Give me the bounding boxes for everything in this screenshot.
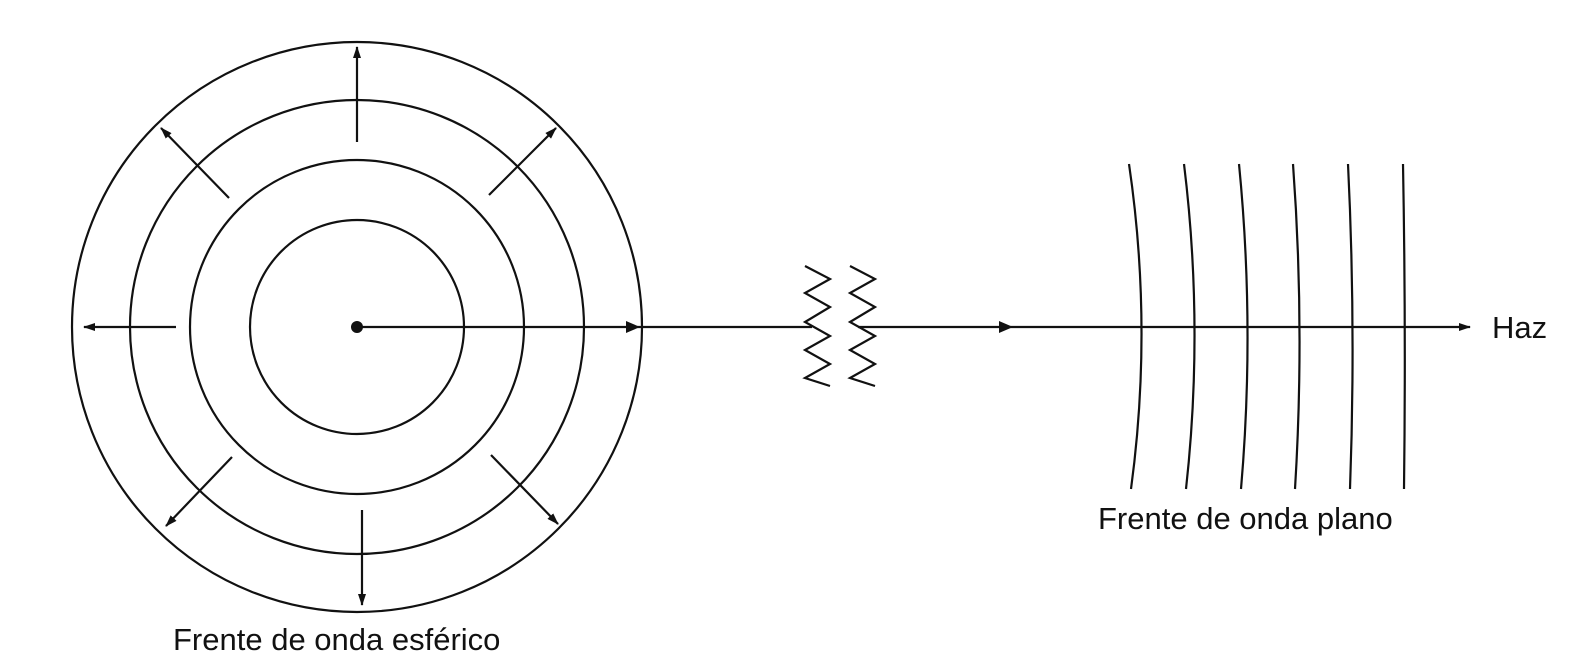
- wavefront-line-6: [1401, 163, 1406, 490]
- label-beam: Haz: [1492, 310, 1547, 345]
- plane-wavefront: [1127, 163, 1406, 490]
- wavefront-line-1: [1127, 163, 1143, 490]
- wavefront-line-2: [1182, 163, 1196, 490]
- radial-arrows: [83, 46, 559, 606]
- zigzag-right: [847, 265, 878, 388]
- arrow-down-left: [165, 456, 233, 527]
- zigzag-left: [802, 265, 833, 388]
- wavefront-line-5: [1346, 163, 1354, 490]
- arrow-down-right: [490, 454, 559, 525]
- arrow-up-right: [488, 127, 557, 196]
- beam-axis: [357, 321, 1471, 333]
- axis-arrowhead-1: [626, 321, 640, 333]
- axis-arrowhead-2: [999, 321, 1013, 333]
- label-plane-wavefront: Frente de onda plano: [1098, 501, 1393, 536]
- wavefront-line-4: [1291, 163, 1301, 490]
- label-spherical-wavefront: Frente de onda esférico: [173, 622, 500, 657]
- distance-break-symbol: [802, 265, 878, 388]
- wavefront-line-3: [1237, 163, 1249, 490]
- arrow-up-left: [160, 127, 230, 199]
